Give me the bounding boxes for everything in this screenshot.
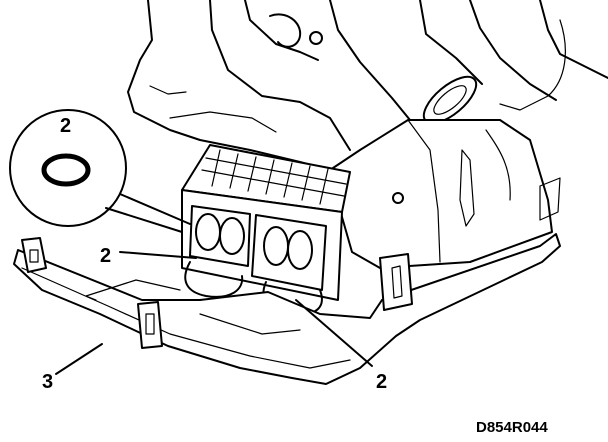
reference-code: D854R044 (476, 419, 548, 436)
tray-cover (13, 233, 561, 385)
outlet-block (181, 189, 343, 301)
detail-inset (9, 109, 191, 233)
seal-ring-detail (41, 153, 91, 187)
callout-tray: 3 (42, 371, 53, 393)
heater-box (329, 119, 561, 269)
leader-lines (55, 251, 373, 375)
callout-right-seal: 2 (376, 371, 387, 393)
callout-detail-seal: 2 (60, 115, 71, 137)
callout-left-seal: 2 (100, 245, 111, 267)
